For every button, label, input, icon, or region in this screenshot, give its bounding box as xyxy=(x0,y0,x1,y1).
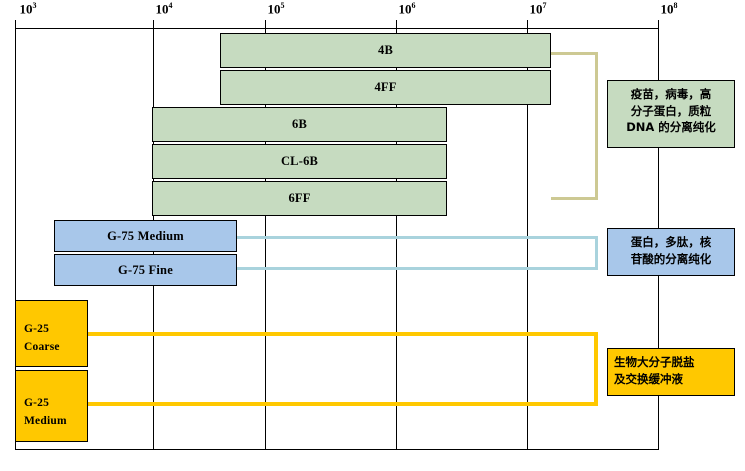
axis-tick-1 xyxy=(15,20,16,29)
annotation-line: 疫苗，病毒，高 xyxy=(630,87,712,101)
bar-label-line2: Coarse xyxy=(24,341,60,354)
annotation-line: DNA 的分离纯化 xyxy=(626,120,716,135)
bar-label: CL-6B xyxy=(280,154,319,168)
axis-tick-label-5: 107 xyxy=(529,1,547,17)
annotation-line: 及交换缓冲液 xyxy=(614,371,683,386)
x-axis-line xyxy=(15,28,659,29)
gridline-4 xyxy=(527,28,528,450)
axis-tick-4 xyxy=(396,20,397,29)
axis-tick-3 xyxy=(265,20,266,29)
bracket-yellow xyxy=(88,332,598,406)
annotation-green: 疫苗，病毒，高 分子蛋白，质粒 DNA 的分离纯化 xyxy=(607,80,735,148)
annotation-line: 分子蛋白，质粒 xyxy=(630,103,712,118)
axis-tick-label-2: 104 xyxy=(155,1,173,17)
bar-6ff[interactable]: 6FF xyxy=(152,181,447,216)
bar-label: 4B xyxy=(378,43,393,57)
annotation-yellow: 生物大分子脱盐 及交换缓冲液 xyxy=(607,348,735,396)
axis-tick-label-4: 106 xyxy=(398,1,416,17)
bracket-green xyxy=(551,52,598,200)
annotation-line: 苷酸的分离纯化 xyxy=(630,251,712,266)
bar-g75-medium[interactable]: G-75 Medium xyxy=(54,220,237,252)
bar-label: 6FF xyxy=(288,191,311,205)
axis-tick-label-3: 105 xyxy=(267,1,285,17)
bar-label: 6B xyxy=(292,117,307,131)
gridline-3 xyxy=(396,28,397,450)
bracket-blue xyxy=(237,236,598,270)
bar-4ff[interactable]: 4FF xyxy=(220,70,551,105)
bar-label: G-75 Medium xyxy=(107,228,184,243)
bar-g25-medium[interactable]: G-25 Medium xyxy=(15,370,88,442)
axis-tick-6 xyxy=(658,20,659,29)
annotation-line: 蛋白，多肽，核 xyxy=(630,235,712,249)
annotation-blue: 蛋白，多肽，核 苷酸的分离纯化 xyxy=(607,228,735,276)
axis-tick-5 xyxy=(527,20,528,29)
bar-g75-fine[interactable]: G-75 Fine xyxy=(54,254,237,286)
bar-label-line1: G-25 xyxy=(24,323,50,335)
axis-tick-label-6: 108 xyxy=(660,1,678,17)
annotation-line: 生物大分子脱盐 xyxy=(614,355,695,369)
bar-label-line1: G-25 xyxy=(24,397,50,409)
bar-4b[interactable]: 4B xyxy=(220,33,551,68)
axis-tick-2 xyxy=(153,20,154,29)
axis-tick-label-1: 103 xyxy=(19,1,37,17)
bar-6b[interactable]: 6B xyxy=(152,107,447,142)
bar-cl-6b[interactable]: CL-6B xyxy=(152,144,447,179)
gridline-2 xyxy=(265,28,266,450)
bar-label: 4FF xyxy=(374,80,397,94)
bar-label-line2: Medium xyxy=(24,415,67,428)
bar-label: G-75 Fine xyxy=(118,262,173,277)
bar-g25-coarse[interactable]: G-25 Coarse xyxy=(15,300,88,367)
